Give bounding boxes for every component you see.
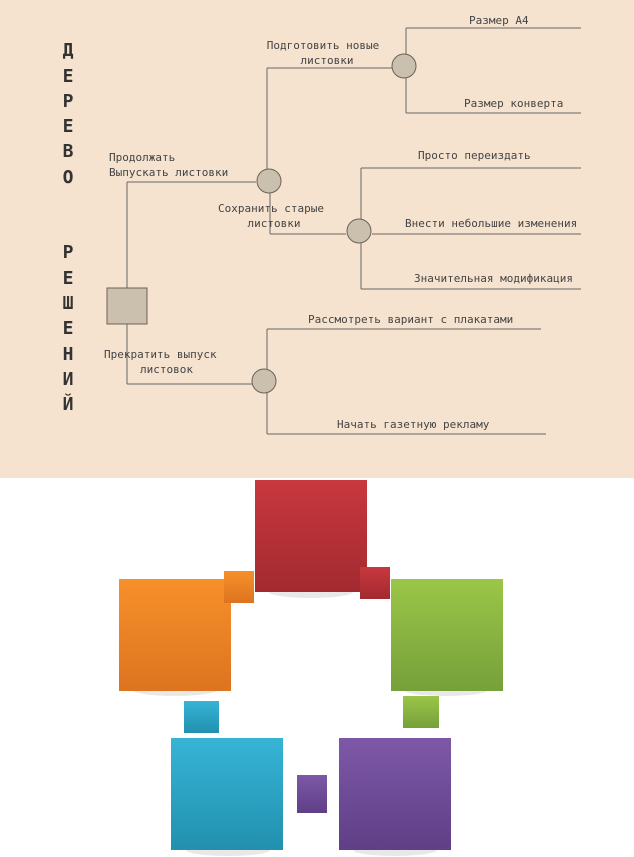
- vertical-title-char: Р: [62, 242, 74, 263]
- vertical-title-char: Н: [62, 344, 74, 365]
- new-label-line1: Подготовить новые: [267, 39, 380, 52]
- purple-connector: [297, 775, 327, 813]
- continue-label-line2: Выпускать листовки: [109, 166, 228, 179]
- stop-label-line1: Прекратить выпуск: [104, 348, 217, 361]
- stop-option-newspaper: Начать газетную рекламу: [337, 418, 490, 431]
- green-connector: [403, 696, 439, 728]
- stop-chance-node: [251, 368, 277, 394]
- continue-label-line1: Продолжать: [109, 151, 175, 164]
- orange-block: [119, 579, 231, 691]
- vertical-title-char: Д: [62, 40, 74, 61]
- red-connector: [360, 567, 390, 599]
- old-option-reissue: Просто переиздать: [418, 149, 531, 162]
- vertical-title-char: Р: [62, 91, 74, 112]
- root-decision-node: [106, 287, 148, 325]
- vertical-title-char: Й: [62, 394, 74, 415]
- old-option-major-modification: Значительная модификация: [414, 272, 573, 285]
- decision-tree-diagram: Продолжать Выпускать листовки Подготовит…: [104, 14, 581, 435]
- new-label-line2: листовки: [301, 54, 354, 67]
- vertical-title-char: Е: [62, 268, 74, 289]
- old-label-line1: Сохранить старые: [218, 202, 324, 215]
- stop-label-line2: листовок: [140, 363, 193, 376]
- green-block: [391, 579, 503, 691]
- vertical-title-char: Е: [62, 318, 74, 339]
- old-chance-node: [346, 218, 372, 244]
- purple-block: [339, 738, 451, 850]
- vertical-title-char: Е: [62, 116, 74, 137]
- orange-connector: [224, 571, 254, 603]
- blue-connector: [184, 701, 219, 733]
- continue-chance-node: [256, 168, 282, 194]
- vertical-title-char: И: [62, 369, 74, 390]
- vertical-title-char: В: [62, 141, 74, 162]
- vertical-title-char: О: [62, 167, 74, 188]
- new-chance-node: [391, 53, 417, 79]
- new-option-a4: Размер А4: [469, 14, 529, 27]
- stop-option-posters: Рассмотреть вариант с плакатами: [308, 313, 513, 326]
- vertical-title-char: Ш: [62, 293, 74, 314]
- blue-block: [171, 738, 283, 850]
- cycle-graphic: [119, 480, 503, 856]
- red-block: [255, 480, 367, 592]
- old-option-small-changes: Внести небольшие изменения: [405, 217, 577, 230]
- new-option-envelope: Размер конверта: [464, 97, 563, 110]
- old-label-line2: листовки: [248, 217, 301, 230]
- vertical-title-char: Е: [62, 66, 74, 87]
